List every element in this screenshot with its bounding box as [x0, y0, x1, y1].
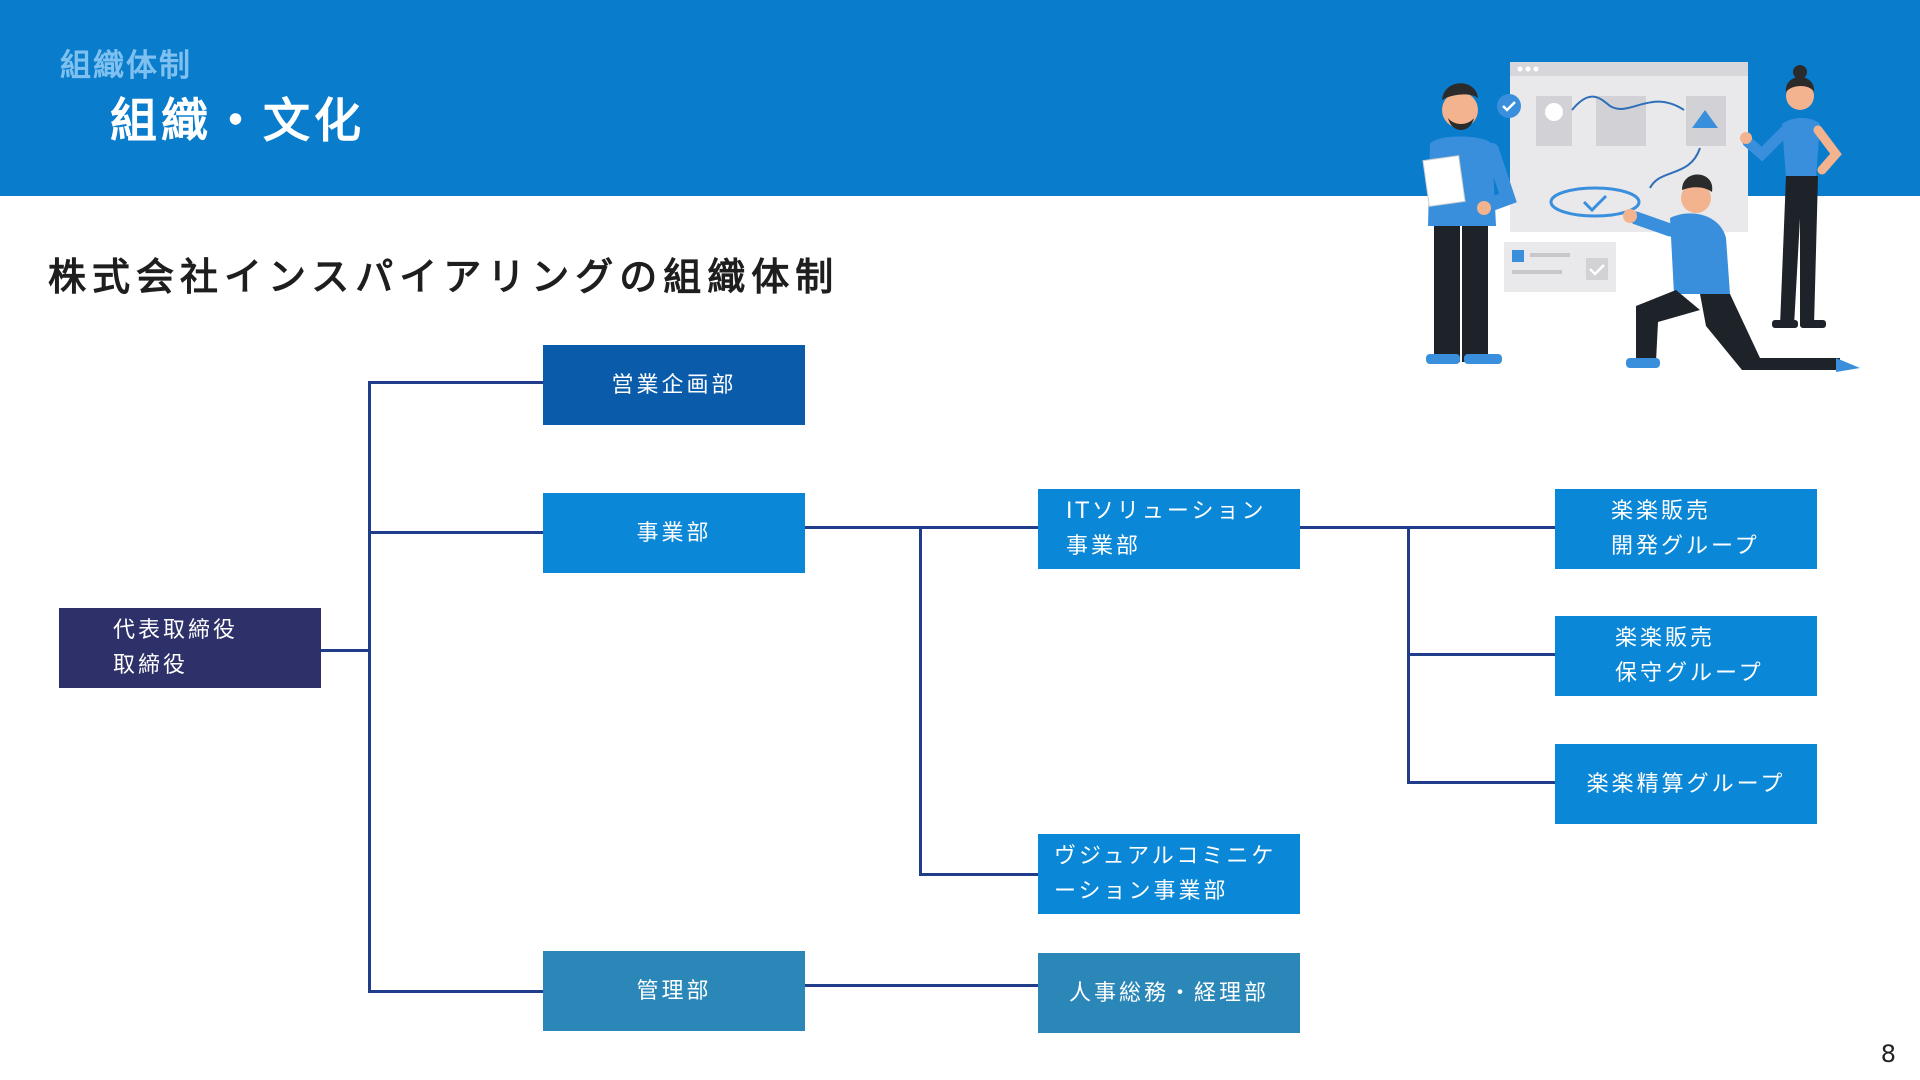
node-rakuraku-seisan: 楽楽精算グループ — [1555, 744, 1817, 824]
connector-ceo-stub — [320, 649, 370, 652]
node-it-solutions: ITソリューション 事業部 — [1038, 489, 1300, 569]
connector-it-out — [1298, 526, 1555, 529]
section-eyebrow: 組織体制 — [60, 48, 192, 84]
node-label: 代表取締役 取締役 — [113, 618, 239, 678]
connector-to-management — [368, 990, 543, 993]
node-label: 管理部 — [636, 978, 712, 1004]
whiteboard — [1510, 62, 1748, 232]
node-ceo: 代表取締役 取締役 — [59, 608, 321, 688]
connector-main-trunk — [368, 381, 371, 993]
node-business: 事業部 — [543, 493, 805, 573]
node-management: 管理部 — [543, 951, 805, 1031]
node-label: 楽楽販売 保守グループ — [1615, 626, 1764, 686]
node-hr-accounting: 人事総務・経理部 — [1038, 953, 1300, 1033]
node-label: ヴジュアルコミニケ ーション事業部 — [1054, 844, 1277, 904]
page-title: 組織・文化 — [110, 94, 365, 149]
org-chart-subtitle: 株式会社インスパイアリングの組織体制 — [48, 255, 840, 299]
connector-management-to-hr — [804, 984, 1038, 987]
node-sales-planning: 営業企画部 — [543, 345, 805, 425]
connector-to-rakuraku-maint — [1407, 653, 1555, 656]
node-label: 楽楽販売 開発グループ — [1611, 499, 1760, 559]
node-label: 事業部 — [636, 520, 712, 546]
node-rakuraku-dev: 楽楽販売 開発グループ — [1555, 489, 1817, 569]
connector-to-rakuraku-seisan — [1407, 781, 1555, 784]
check-icon — [1497, 94, 1521, 118]
node-label: 人事総務・経理部 — [1068, 980, 1269, 1006]
node-label: 営業企画部 — [611, 372, 737, 398]
connector-to-sales-planning — [368, 381, 543, 384]
node-rakuraku-maint: 楽楽販売 保守グループ — [1555, 616, 1817, 696]
connector-to-visual-comm — [919, 873, 1038, 876]
person-kneeling — [1623, 174, 1860, 372]
node-label: 楽楽精算グループ — [1586, 771, 1786, 797]
page-number: 8 — [1880, 1040, 1896, 1068]
team-whiteboard-illustration — [1422, 62, 1860, 372]
node-label: ITソリューション 事業部 — [1066, 499, 1267, 559]
person-woman — [1740, 65, 1842, 328]
person-left — [1422, 83, 1517, 364]
node-visual-communication: ヴジュアルコミニケ ーション事業部 — [1038, 834, 1300, 914]
connector-business-trunk — [919, 526, 922, 876]
connector-to-business — [368, 531, 543, 534]
